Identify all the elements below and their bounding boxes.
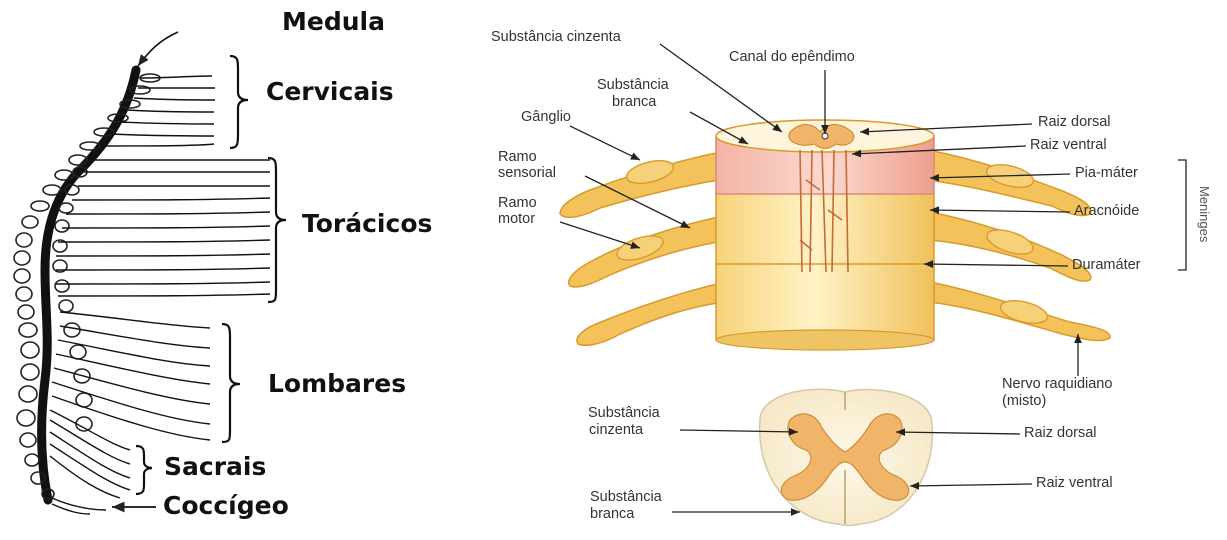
label-nervo-1: Nervo raquidiano (1002, 377, 1112, 392)
cross-section-diagram (760, 389, 933, 525)
label-cross-branca-1: Substância (590, 490, 662, 505)
label-aracnoide: Aracnóide (1074, 204, 1139, 219)
label-cross-cinzenta-1: Substância (588, 406, 660, 421)
label-coccigeo: Coccígeo (163, 493, 289, 519)
label-ganglio: Gânglio (521, 110, 571, 125)
label-duramater: Duramáter (1072, 258, 1141, 273)
label-cervicais: Cervicais (266, 79, 394, 105)
label-ramo-motor-1: Ramo (498, 196, 537, 211)
label-canal-ependimo: Canal do epêndimo (729, 50, 855, 65)
label-pia-mater: Pia-máter (1075, 166, 1138, 181)
vertebral-column-diagram (14, 32, 286, 514)
label-medula: Medula (282, 9, 385, 35)
label-substancia-branca-1: Substância (597, 78, 669, 93)
label-toracicos: Torácicos (302, 211, 432, 237)
label-ramo-sensorial-1: Ramo (498, 150, 537, 165)
label-sacrais: Sacrais (164, 454, 266, 480)
label-raiz-ventral: Raiz ventral (1030, 138, 1107, 153)
label-ramo-motor-2: motor (498, 212, 535, 227)
label-meninges: Meninges (1197, 186, 1212, 242)
label-cross-raiz-dorsal: Raiz dorsal (1024, 426, 1097, 441)
label-raiz-dorsal: Raiz dorsal (1038, 115, 1111, 130)
label-cross-cinzenta-2: cinzenta (589, 423, 643, 438)
label-cross-raiz-ventral: Raiz ventral (1036, 476, 1113, 491)
dura-mater-layer (716, 262, 934, 340)
label-ramo-sensorial-2: sensorial (498, 166, 556, 181)
label-substancia-cinzenta: Substância cinzenta (491, 30, 621, 45)
label-nervo-2: (misto) (1002, 394, 1046, 409)
spinal-cord-3d-diagram (560, 120, 1110, 350)
label-lombares: Lombares (268, 371, 406, 397)
label-cross-branca-2: branca (590, 507, 634, 522)
label-substancia-branca-2: branca (612, 95, 656, 110)
